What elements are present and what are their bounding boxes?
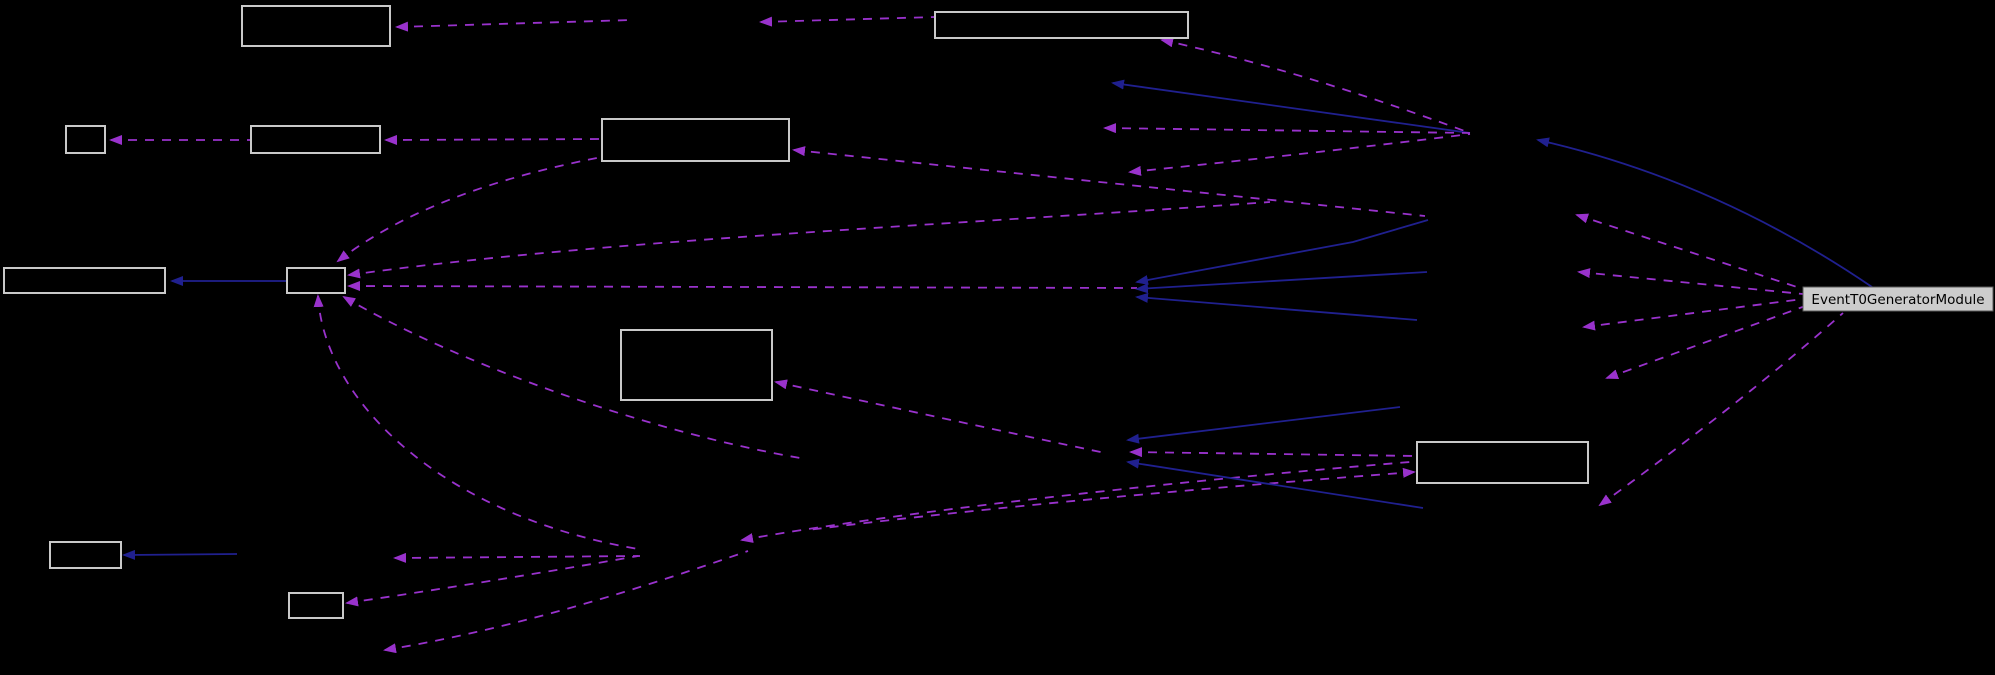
- class-box-bottom-small-rect[interactable]: [288, 592, 344, 619]
- class-box-mid-left-wide-rect[interactable]: [3, 267, 166, 294]
- edge-mid-hub-blue-1: [1135, 219, 1429, 285]
- edge-hub-top-blue: [1111, 79, 1471, 134]
- class-box-left-second[interactable]: [250, 125, 381, 154]
- edge-to-box-bottom-left-blue: [122, 549, 238, 560]
- edge-bottom-hub-to-box-small: [345, 555, 639, 607]
- class-box-right-lower-rect[interactable]: [1416, 441, 1589, 484]
- class-box-center-rect[interactable]: [620, 329, 773, 401]
- class-box-mid-left-wide[interactable]: [3, 267, 166, 294]
- class-box-bottom-left-rect[interactable]: [49, 541, 122, 569]
- class-box-center[interactable]: [620, 329, 773, 401]
- edge-main-fan-3: [1582, 298, 1804, 331]
- class-box-left-second-rect[interactable]: [250, 125, 381, 154]
- edge-main-fan-4: [1605, 304, 1809, 379]
- edge-hub7-to-box-center: [774, 379, 1106, 454]
- main-node-label: EventT0GeneratorModule: [1811, 292, 1984, 308]
- edge-into-bottom-hub-right: [740, 461, 1411, 543]
- class-box-upper-center[interactable]: [601, 118, 790, 162]
- edge-bottom-hub-to-mid-small: [313, 294, 639, 550]
- edge-main-fan-2: [1577, 268, 1804, 295]
- class-box-bottom-left[interactable]: [49, 541, 122, 569]
- edge-into-box-right-lower: [807, 467, 1416, 531]
- edge-bottom-far-left: [383, 550, 749, 654]
- edge-box-right-lower-to-hub: [1129, 447, 1418, 458]
- edge-upper-center-to-mid-small: [336, 156, 603, 263]
- edge-right-to-box-upper-center: [792, 146, 1426, 217]
- class-box-upper-center-rect[interactable]: [601, 118, 790, 162]
- edge-main-fan-1: [1575, 213, 1804, 290]
- edge-center-to-left-second: [384, 134, 603, 145]
- edge-bottom-hub-left: [393, 552, 641, 563]
- edge-mid-hub-to-mid-small: [347, 281, 1138, 292]
- edge-to-box-top-left: [395, 19, 633, 32]
- edge-hub7-blue-lower: [1126, 458, 1424, 509]
- class-box-top-left[interactable]: [241, 5, 391, 47]
- edges-layer: [109, 16, 1873, 654]
- edge-hub7-blue-upper: [1126, 406, 1401, 444]
- class-box-right-lower[interactable]: [1416, 441, 1589, 484]
- edge-main-to-hub-top-blue: [1536, 137, 1873, 288]
- class-box-mid-left-small-rect[interactable]: [286, 267, 346, 294]
- class-box-mid-left-small[interactable]: [286, 267, 346, 294]
- class-box-top-left-rect[interactable]: [241, 5, 391, 47]
- edge-main-fan-5: [1598, 312, 1844, 507]
- nodes-layer: EventT0GeneratorModule: [3, 5, 1994, 619]
- class-box-top-middle[interactable]: [934, 11, 1189, 39]
- edge-hub-top-to-box-middle: [1160, 37, 1471, 134]
- edge-hub-top-dash-low: [1128, 133, 1471, 176]
- class-box-small-left-rect[interactable]: [65, 125, 106, 154]
- edge-long-upper-to-mid-small: [347, 201, 1271, 279]
- edge-box-top-middle-left: [759, 16, 936, 27]
- class-box-bottom-small[interactable]: [288, 592, 344, 619]
- class-box-small-left[interactable]: [65, 125, 106, 154]
- main-node-rect[interactable]: [1802, 286, 1994, 312]
- edge-mid-hub-blue-2: [1135, 271, 1428, 294]
- class-box-top-middle-rect[interactable]: [934, 11, 1189, 39]
- main-node[interactable]: EventT0GeneratorModule: [1802, 286, 1994, 312]
- edge-hub-top-dash-mid: [1103, 123, 1471, 134]
- edge-mid-hub-blue-3: [1135, 292, 1418, 321]
- edge-far-curve-to-mid-small: [342, 295, 801, 459]
